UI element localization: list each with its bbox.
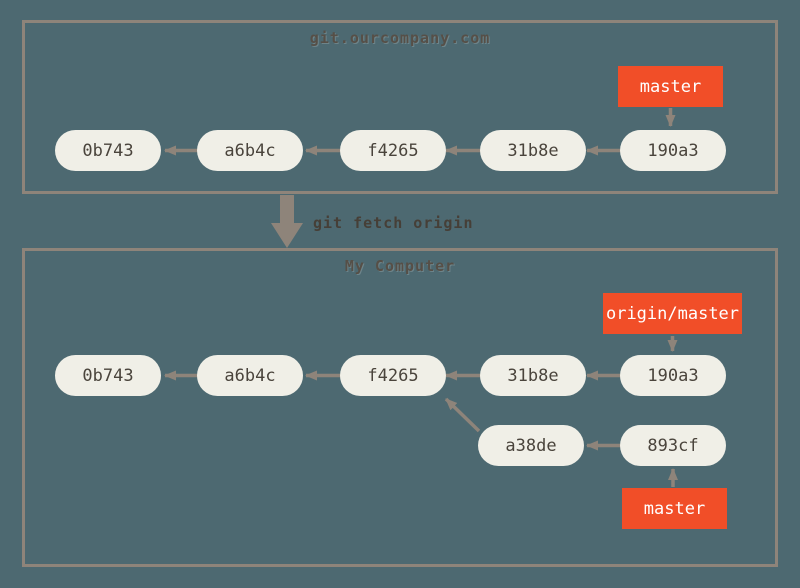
remote-repo-box: [22, 20, 778, 194]
fetch-command-label: git fetch origin: [313, 214, 474, 232]
remote-repo-title: git.ourcompany.com: [309, 29, 491, 47]
local-master-branch-label: master: [622, 488, 727, 529]
remote-commit-node: 190a3: [620, 130, 726, 171]
local-repo-box: [22, 248, 778, 567]
remote-commit-node: 31b8e: [480, 130, 586, 171]
local-repo-title: My Computer: [344, 257, 456, 275]
remote-commit-node: f4265: [340, 130, 446, 171]
local-commit-node: f4265: [340, 355, 446, 396]
local-branch-commit-node: a38de: [478, 425, 584, 466]
local-commit-node: a6b4c: [197, 355, 303, 396]
local-commit-node: 0b743: [55, 355, 161, 396]
local-branch-commit-node: 893cf: [620, 425, 726, 466]
fetch-arrow: [271, 195, 303, 248]
remote-master-branch-label: master: [618, 66, 723, 107]
local-commit-node: 190a3: [620, 355, 726, 396]
remote-commit-node: 0b743: [55, 130, 161, 171]
remote-commit-node: a6b4c: [197, 130, 303, 171]
local-commit-node: 31b8e: [480, 355, 586, 396]
origin-master-branch-label: origin/master: [603, 293, 742, 334]
